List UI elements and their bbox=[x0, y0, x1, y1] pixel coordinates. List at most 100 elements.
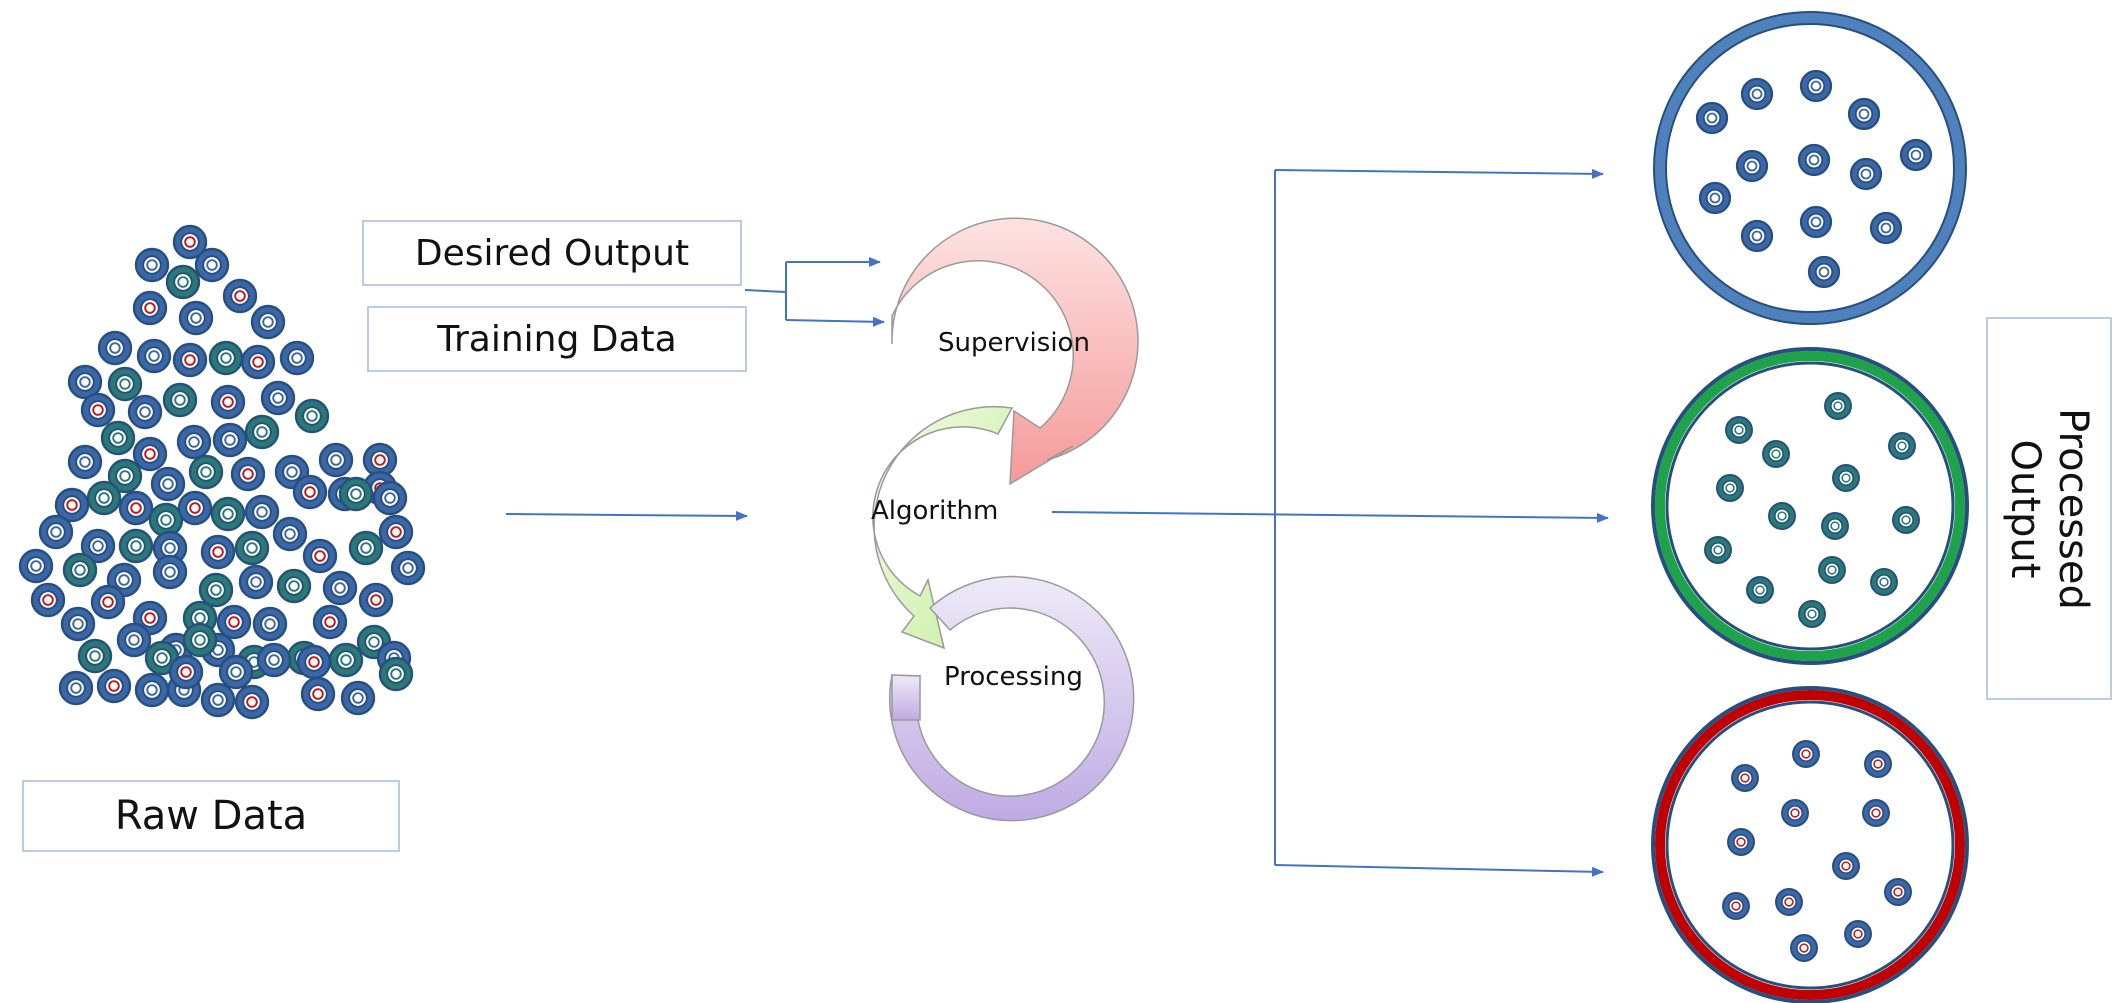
raw-data-ring bbox=[152, 554, 188, 590]
raw-data-ring bbox=[348, 530, 384, 566]
raw-data-ring bbox=[200, 534, 236, 570]
raw-data-ring bbox=[38, 514, 74, 550]
raw-data-ring bbox=[210, 496, 246, 532]
output-arrows bbox=[1051, 168, 1609, 877]
raw-data-ring bbox=[188, 454, 224, 490]
algorithm-label: Algorithm bbox=[871, 496, 999, 526]
green-group-ring bbox=[1704, 536, 1732, 564]
red-group-ring bbox=[1775, 888, 1803, 916]
raw-data-ring bbox=[58, 670, 94, 706]
raw-data-ring bbox=[67, 444, 103, 480]
raw-data-ring bbox=[62, 552, 98, 588]
raw-data-ring bbox=[372, 480, 408, 516]
processing-label: Processing bbox=[944, 662, 1083, 692]
raw-data-ring bbox=[378, 656, 414, 692]
arrow-algorithm-out bbox=[1051, 511, 1609, 523]
raw-data-label: Raw Data bbox=[22, 780, 400, 852]
raw-data-ring bbox=[96, 668, 132, 704]
raw-data-ring bbox=[312, 604, 348, 640]
raw-data-ring bbox=[116, 622, 152, 658]
raw-data-ring bbox=[279, 340, 315, 376]
arrow-to-supervision-bottom bbox=[785, 316, 885, 327]
input-arrows bbox=[505, 257, 885, 521]
raw-data-ring bbox=[300, 676, 336, 712]
red-group-ring bbox=[1790, 934, 1818, 962]
red-group-ring bbox=[1862, 799, 1890, 827]
raw-data-ring bbox=[260, 380, 296, 416]
raw-data-ring bbox=[134, 672, 170, 708]
supervision-label: Supervision bbox=[938, 328, 1090, 358]
red-group-ring bbox=[1731, 764, 1759, 792]
raw-data-ring bbox=[240, 344, 276, 380]
raw-data-ring bbox=[378, 514, 414, 550]
desired-output-connector bbox=[744, 289, 787, 293]
processing-arrow-head bbox=[891, 674, 921, 721]
raw-data-ring bbox=[132, 290, 168, 326]
raw-data-ring bbox=[294, 398, 330, 434]
blue-group-ring bbox=[1797, 143, 1831, 177]
green-group-ring bbox=[1892, 506, 1920, 534]
raw-data-ring bbox=[194, 247, 230, 283]
green-group-ring bbox=[1746, 576, 1774, 604]
raw-data-ring bbox=[118, 528, 154, 564]
raw-data-ring bbox=[150, 466, 186, 502]
raw-data-ring bbox=[18, 548, 54, 584]
output-group-blue bbox=[1653, 11, 1967, 325]
blue-group-ring bbox=[1799, 69, 1833, 103]
raw-data-ring bbox=[272, 516, 308, 552]
raw-data-ring bbox=[60, 606, 96, 642]
raw-data-ring bbox=[136, 338, 172, 374]
raw-data-ring bbox=[234, 530, 270, 566]
green-group-ring bbox=[1888, 432, 1916, 460]
red-group-ring bbox=[1727, 828, 1755, 856]
raw-data-ring bbox=[222, 278, 258, 314]
raw-data-ring bbox=[107, 366, 143, 402]
raw-data-ring bbox=[218, 654, 254, 690]
supervision-arrow-shape bbox=[891, 217, 1139, 486]
red-group-ring bbox=[1781, 799, 1809, 827]
green-group-ring bbox=[1762, 440, 1790, 468]
green-group-ring bbox=[1824, 392, 1852, 420]
training-data-label: Training Data bbox=[367, 306, 747, 372]
green-group-ring bbox=[1832, 464, 1860, 492]
raw-data-ring bbox=[132, 436, 168, 472]
raw-data-ring bbox=[148, 502, 184, 538]
raw-data-ring bbox=[127, 394, 163, 430]
raw-data-ring bbox=[338, 476, 374, 512]
raw-data-ring bbox=[358, 582, 394, 618]
raw-data-ring bbox=[152, 530, 188, 566]
red-group-ring bbox=[1832, 852, 1860, 880]
raw-data-ring bbox=[212, 422, 248, 458]
raw-data-ring bbox=[234, 684, 270, 720]
red-group-ring bbox=[1864, 750, 1892, 778]
arrow-to-blue-group bbox=[1274, 168, 1604, 179]
raw-data-ring bbox=[256, 642, 292, 678]
raw-data-ring bbox=[118, 490, 154, 526]
raw-data-ring bbox=[362, 442, 398, 478]
raw-data-ring bbox=[238, 564, 274, 600]
raw-data-ring bbox=[230, 456, 266, 492]
processed-output-label: Processed Output bbox=[1986, 317, 2112, 700]
raw-data-ring bbox=[390, 550, 426, 586]
processed-output-text: Processed Output bbox=[2002, 407, 2096, 610]
arrow-raw-to-algorithm bbox=[505, 510, 748, 521]
blue-group-ring bbox=[1698, 181, 1732, 215]
raw-data-ring bbox=[168, 654, 204, 690]
raw-data-ring bbox=[292, 474, 328, 510]
algorithm-arrow-shape bbox=[872, 405, 1014, 650]
green-group-ring bbox=[1821, 512, 1849, 540]
raw-data-ring bbox=[252, 606, 288, 642]
red-group-ring bbox=[1844, 920, 1872, 948]
raw-data-ring bbox=[54, 487, 90, 523]
raw-data-ring bbox=[208, 340, 244, 376]
output-group-red bbox=[1651, 686, 1969, 1003]
raw-data-ring bbox=[200, 682, 236, 718]
green-group-ring bbox=[1870, 568, 1898, 596]
blue-group-ring bbox=[1740, 219, 1774, 253]
raw-data-ring bbox=[80, 528, 116, 564]
blue-group-ring bbox=[1695, 101, 1729, 135]
raw-data-ring bbox=[90, 584, 126, 620]
red-group-ring bbox=[1722, 892, 1750, 920]
raw-data-ring bbox=[80, 392, 116, 428]
